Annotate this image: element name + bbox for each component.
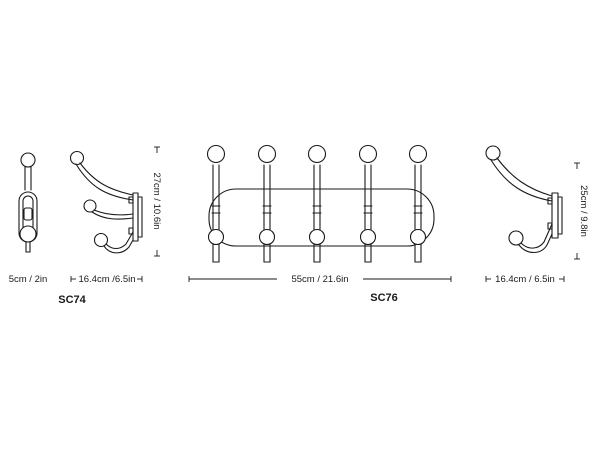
sc76-hook xyxy=(307,144,327,263)
sc76-depth-dimension: 16.4cm / 6.5in xyxy=(485,274,565,285)
sc74-front-view xyxy=(18,152,38,253)
sc76-height-dimension: 25cm / 9.8in xyxy=(574,162,589,260)
sc76-width-label: 55cm / 21.6in xyxy=(291,274,348,285)
sc76-product-code: SC76 xyxy=(370,292,398,304)
sc74-side-view xyxy=(69,150,143,254)
sc74-depth-dimension: 16.4cm /6.5in xyxy=(70,274,143,285)
sc76-front-view xyxy=(206,144,435,263)
sc76-depth-label: 16.4cm / 6.5in xyxy=(495,274,555,285)
sc76-height-label: 25cm / 9.8in xyxy=(578,185,589,237)
sc76-hook xyxy=(408,144,428,263)
sc74-width-label: 5cm / 2in xyxy=(9,274,48,285)
sc76-hook xyxy=(206,144,226,263)
sc76-width-dimension: 55cm / 21.6in xyxy=(188,274,452,285)
sc74-depth-label: 16.4cm /6.5in xyxy=(78,274,135,285)
sc74-height-label: 27cm / 10.6in xyxy=(151,172,162,229)
sc74-height-dimension: 27cm / 10.6in xyxy=(151,146,162,257)
sc76-side-view xyxy=(485,145,563,254)
sc76-hook xyxy=(257,144,277,263)
sc76-hook xyxy=(358,144,378,263)
sc74-product-code: SC74 xyxy=(58,294,86,306)
